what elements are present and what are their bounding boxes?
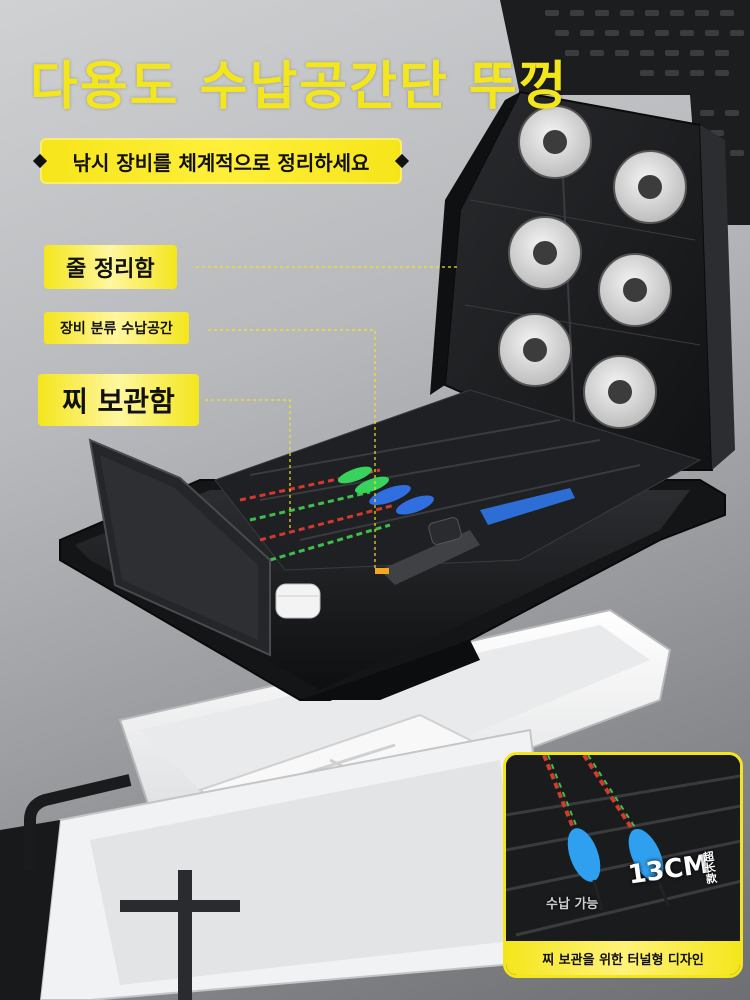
subtitle-text: 낚시 장비를 체계적으로 정리하세요: [72, 150, 370, 175]
label-line-organizer-text: 줄 정리함: [66, 257, 155, 282]
subtitle-banner: 낚시 장비를 체계적으로 정리하세요: [40, 138, 402, 184]
white-storage-trays: [38, 608, 672, 1000]
label-float-case-text: 찌 보관함: [62, 385, 175, 418]
carbon-flip-cover: [88, 438, 271, 657]
inset-storage-text: 수납 가능: [546, 897, 599, 912]
green-float-1: [337, 466, 373, 484]
spool-2: [613, 150, 687, 224]
main-tray: [59, 389, 726, 701]
line-spools: [498, 105, 687, 429]
spool-4: [598, 253, 672, 327]
blue-float-2: [396, 495, 434, 515]
label-line-organizer: 줄 정리함: [44, 245, 177, 289]
tunnel-detail-illustration: [506, 755, 740, 975]
inset-caption: 찌 보관을 위한 터널형 디자인: [506, 941, 740, 975]
perforated-back-lid: [500, 0, 750, 225]
tunnel-detail-inset: 수납 가능 13CM 超长款 찌 보관을 위한 터널형 디자인: [503, 752, 743, 978]
green-float-2: [354, 476, 390, 494]
label-gear-storage: 장비 분류 수납공간: [44, 312, 189, 344]
spool-3: [508, 216, 582, 290]
spool-5: [498, 313, 572, 387]
spool-1: [518, 105, 592, 179]
earbuds-case: [275, 583, 321, 619]
inset-blue-float-2: [628, 828, 664, 882]
label-float-case: 찌 보관함: [38, 374, 199, 426]
inset-caption-text: 찌 보관을 위한 터널형 디자인: [542, 952, 704, 968]
blue-float-1: [369, 485, 411, 505]
inset-blue-float-1: [567, 828, 601, 882]
callout-lines: [196, 266, 460, 570]
box-base: [0, 774, 240, 1000]
tray-tools: [375, 488, 575, 585]
headline: 다용도 수납공간단 뚜껑: [30, 57, 569, 117]
label-gear-storage-text: 장비 분류 수납공간: [60, 321, 173, 337]
fishing-floats: [239, 466, 434, 562]
spool-6: [583, 355, 657, 429]
